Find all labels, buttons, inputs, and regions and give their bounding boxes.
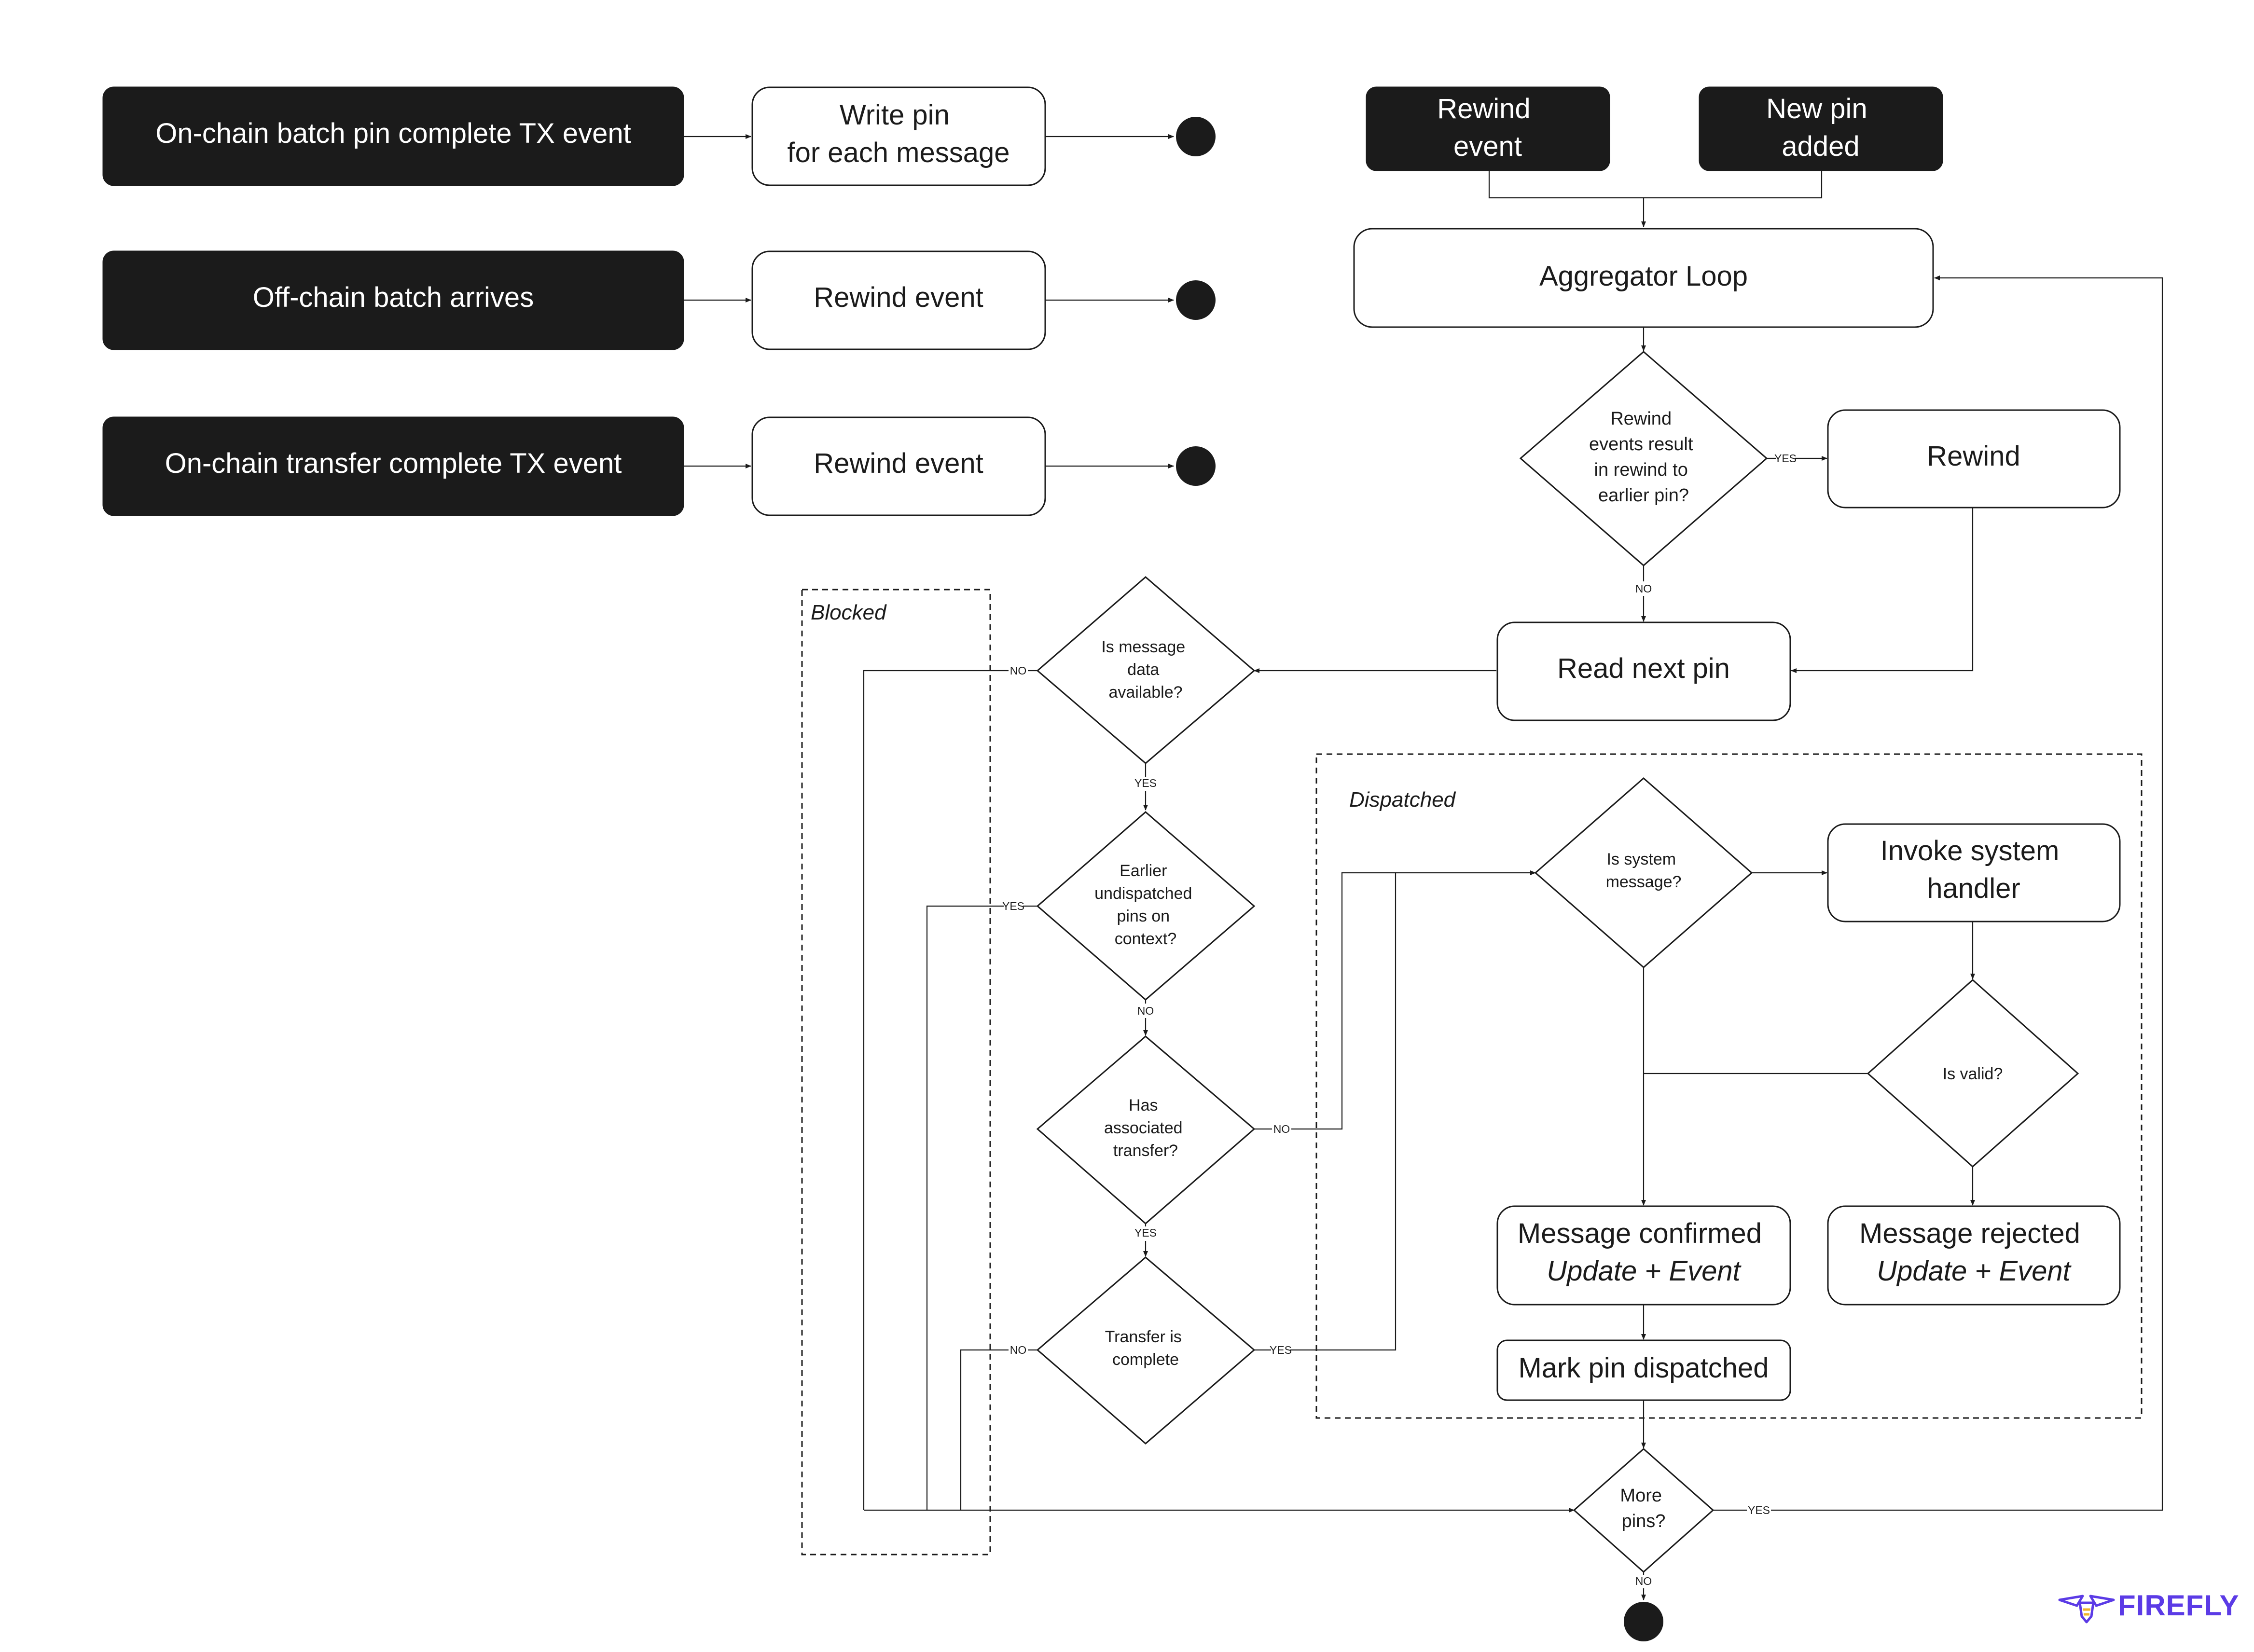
mark-pin-dispatched-box bbox=[1496, 1339, 1791, 1401]
label-transfer-complete-no: NO bbox=[1010, 1344, 1027, 1356]
new-pin-added-label: New pin added bbox=[1766, 93, 1875, 162]
aggregator-loop-label: Aggregator Loop bbox=[1539, 261, 1748, 292]
onchain-transfer-label: On-chain transfer complete TX event bbox=[165, 448, 622, 479]
label-has-transfer-yes: YES bbox=[1134, 1226, 1157, 1239]
earlier-undispatched-label: Earlier undispatched pins on context? bbox=[1094, 862, 1197, 948]
is-valid-diamond bbox=[1867, 978, 2079, 1168]
message-confirmed-label: Message confirmed Update + Event bbox=[1518, 1218, 1770, 1287]
label-message-data-no: NO bbox=[1010, 664, 1027, 677]
label-earlier-yes: YES bbox=[1002, 900, 1024, 912]
has-transfer-diamond bbox=[1036, 1035, 1256, 1225]
edge-message-data-no bbox=[863, 670, 1037, 1510]
invoke-system-handler-box bbox=[1827, 823, 2121, 922]
label-message-data-yes: YES bbox=[1134, 777, 1157, 789]
label-earlier-no: NO bbox=[1137, 1005, 1154, 1017]
offchain-batch-label: Off-chain batch arrives bbox=[253, 282, 534, 313]
system-message-diamond bbox=[1534, 777, 1753, 968]
edge-rewind-event-merge bbox=[1488, 170, 1644, 199]
edge-has-transfer-no bbox=[1254, 870, 1536, 1130]
edge-rewind-to-read-pin bbox=[1791, 508, 1974, 673]
label-more-pins-no: NO bbox=[1635, 1575, 1652, 1587]
offchain-batch-box bbox=[102, 250, 684, 350]
message-data-label: Is message data available? bbox=[1101, 638, 1189, 702]
firefly-logo-text: FIREFLY bbox=[2118, 1589, 2239, 1622]
rewind-decision-diamond bbox=[1519, 351, 1768, 566]
onchain-batch-pin-label: On-chain batch pin complete TX event bbox=[155, 118, 631, 149]
rewind-decision-label: Rewind events result in rewind to earlie… bbox=[1589, 409, 1698, 506]
label-rewind-no: NO bbox=[1635, 582, 1652, 595]
more-pins-label: More pins? bbox=[1620, 1486, 1667, 1531]
end-node-final bbox=[1624, 1602, 1663, 1641]
message-data-diamond bbox=[1036, 576, 1256, 764]
rewind-event-label: Rewind event bbox=[1437, 93, 1538, 162]
new-pin-added-box bbox=[1699, 86, 1943, 171]
rewind-event-2-box bbox=[751, 416, 1046, 516]
firefly-logo: FIREFLY bbox=[2058, 1589, 2239, 1624]
write-pin-box bbox=[751, 86, 1046, 186]
blocked-group bbox=[801, 589, 991, 1556]
system-message-label: Is system message? bbox=[1606, 850, 1682, 891]
edge-transfer-complete-yes bbox=[1254, 873, 1397, 1351]
end-node-rewind-2 bbox=[1176, 446, 1216, 486]
onchain-batch-pin-box bbox=[102, 86, 684, 186]
write-pin-label: Write pin for each message bbox=[787, 99, 1009, 168]
edge-new-pin-merge bbox=[1644, 170, 1823, 199]
firefly-icon bbox=[2058, 1595, 2115, 1624]
onchain-transfer-box bbox=[102, 416, 684, 516]
message-confirmed-box bbox=[1496, 1205, 1791, 1306]
rewind-event-2-label: Rewind event bbox=[814, 448, 983, 479]
read-next-pin-box bbox=[1496, 621, 1791, 721]
end-node-write-pin bbox=[1176, 117, 1216, 156]
is-valid-label: Is valid? bbox=[1943, 1065, 2003, 1083]
label-has-transfer-no: NO bbox=[1273, 1123, 1290, 1135]
rewind-event-box bbox=[1366, 86, 1610, 171]
end-node-rewind-1 bbox=[1176, 280, 1216, 320]
dispatched-group bbox=[1315, 753, 2143, 1419]
label-rewind-yes: YES bbox=[1774, 452, 1797, 465]
rewind-box bbox=[1827, 409, 2121, 509]
rewind-label: Rewind bbox=[1927, 441, 2020, 472]
dispatched-group-label: Dispatched bbox=[1349, 788, 1456, 812]
edge-more-pins-yes bbox=[1713, 275, 2163, 1511]
transfer-complete-diamond bbox=[1036, 1256, 1256, 1445]
earlier-undispatched-diamond bbox=[1036, 811, 1256, 1001]
more-pins-diamond bbox=[1573, 1447, 1715, 1573]
edge-earlier-yes bbox=[926, 905, 1037, 1510]
has-transfer-label: Has associated transfer? bbox=[1104, 1096, 1187, 1160]
rewind-event-1-label: Rewind event bbox=[814, 282, 983, 313]
message-rejected-label: Message rejected Update + Event bbox=[1859, 1218, 2088, 1287]
blocked-group-label: Blocked bbox=[811, 601, 887, 624]
edge-transfer-complete-no bbox=[960, 1349, 1037, 1510]
aggregator-loop-box bbox=[1353, 228, 1934, 328]
label-transfer-complete-yes: YES bbox=[1270, 1344, 1292, 1356]
message-rejected-box bbox=[1827, 1205, 2121, 1306]
label-more-pins-yes: YES bbox=[1748, 1504, 1770, 1516]
invoke-system-handler-label: Invoke system handler bbox=[1881, 835, 2067, 904]
transfer-complete-label: Transfer is complete bbox=[1105, 1328, 1187, 1369]
read-next-pin-label: Read next pin bbox=[1557, 653, 1730, 684]
mark-pin-dispatched-label: Mark pin dispatched bbox=[1518, 1352, 1769, 1384]
rewind-event-1-box bbox=[751, 250, 1046, 350]
